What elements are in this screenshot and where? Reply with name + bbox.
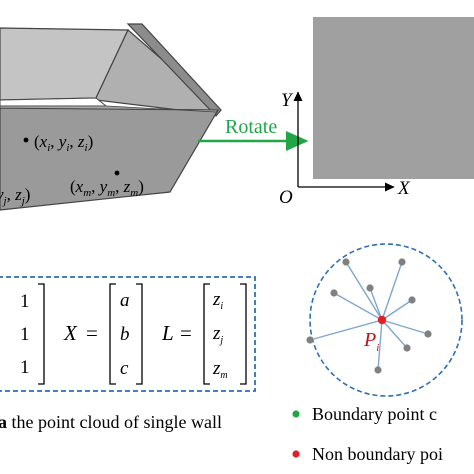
wall-point-j-label: yj, zj) [0, 185, 30, 207]
wall-3d [0, 23, 222, 211]
neighbor-point [398, 258, 406, 266]
caption-text: a the point cloud of single wall [0, 412, 222, 432]
bracket-right [38, 283, 45, 385]
neighbor-point [306, 336, 314, 344]
ones-cell: 1 [20, 291, 30, 312]
equals-sign: = [180, 321, 192, 345]
neighbor-line [309, 319, 383, 341]
neighbor-point [424, 330, 432, 338]
neighbor-line [381, 261, 403, 321]
boundary-dot-icon [292, 410, 300, 418]
neighbor-point [408, 296, 416, 304]
neighborhood-dashed-circle [309, 243, 463, 397]
wall-end-face [126, 23, 222, 117]
axis-y-label: Y [281, 90, 294, 111]
neighbor-line [369, 287, 383, 321]
neighbor-line [381, 299, 413, 321]
l-vector-cell: zm [212, 358, 228, 381]
legend-item-non-boundary: Non boundary poi [292, 444, 443, 464]
wall-top-band [0, 105, 219, 113]
origin-label: O [279, 187, 293, 208]
neighbor-point [374, 366, 382, 374]
legend-boundary-label: Boundary point c [312, 404, 437, 424]
neighbor-lines [309, 261, 429, 371]
x-vector-cell: b [120, 324, 130, 345]
rotate-arrow: Rotate [198, 116, 309, 151]
bracket-right [240, 283, 247, 385]
ones-column: 1 1 1 [20, 283, 45, 385]
legend-item-boundary: Boundary point c [292, 404, 437, 424]
matrix-dashed-border [0, 276, 256, 392]
wall-point-i-label: (xi, yi, zi) [34, 132, 93, 154]
wall-point-j: yj, zj) [0, 185, 30, 207]
neighbor-point [342, 258, 350, 266]
center-point [377, 315, 387, 325]
neighbor-point [366, 284, 374, 292]
axis-x-label: X [397, 178, 411, 199]
wall-point-dot [114, 170, 120, 176]
neighbor-line [345, 261, 383, 321]
equals-sign: = [86, 321, 98, 345]
plane-rect [313, 17, 474, 179]
x-vector-cell: a [120, 290, 130, 311]
x-vector-cell: c [120, 358, 129, 379]
l-vector-cell: zj [212, 323, 223, 346]
wall-opening [0, 97, 108, 107]
center-point-label: Pi [363, 329, 379, 354]
x-vector: X = a b c [63, 283, 143, 385]
neighbor-points [306, 258, 432, 374]
neighbor-line [333, 292, 383, 321]
wall-point-dot [23, 137, 29, 143]
ones-cell: 1 [20, 357, 30, 378]
l-vector: L = zi zj zm [161, 283, 247, 385]
caption: a the point cloud of single wall [0, 412, 222, 432]
bracket-left [109, 283, 116, 385]
x-vector-name: X [63, 321, 78, 345]
legend: Boundary point c Non boundary poi [292, 404, 443, 464]
neighbor-point [330, 289, 338, 297]
non-boundary-dot-icon [292, 450, 300, 458]
rotated-plane: Y X O [279, 17, 474, 208]
bracket-right [136, 283, 143, 385]
neighbor-point [403, 344, 411, 352]
legend-non-boundary-label: Non boundary poi [312, 444, 443, 464]
bracket-left [203, 283, 210, 385]
neighbor-line [381, 319, 408, 349]
l-vector-name: L [161, 321, 174, 345]
rotate-label: Rotate [225, 116, 277, 138]
neighbor-line [377, 319, 383, 371]
neighborhood-diagram: Pi [306, 243, 463, 397]
l-vector-cell: zi [212, 289, 223, 312]
ones-cell: 1 [20, 324, 30, 345]
matrix-box: 1 1 1 X = a b c L = zi zj zm [0, 276, 256, 392]
neighbor-line [381, 319, 429, 335]
wall-point-i: (xi, yi, zi) [23, 132, 93, 154]
